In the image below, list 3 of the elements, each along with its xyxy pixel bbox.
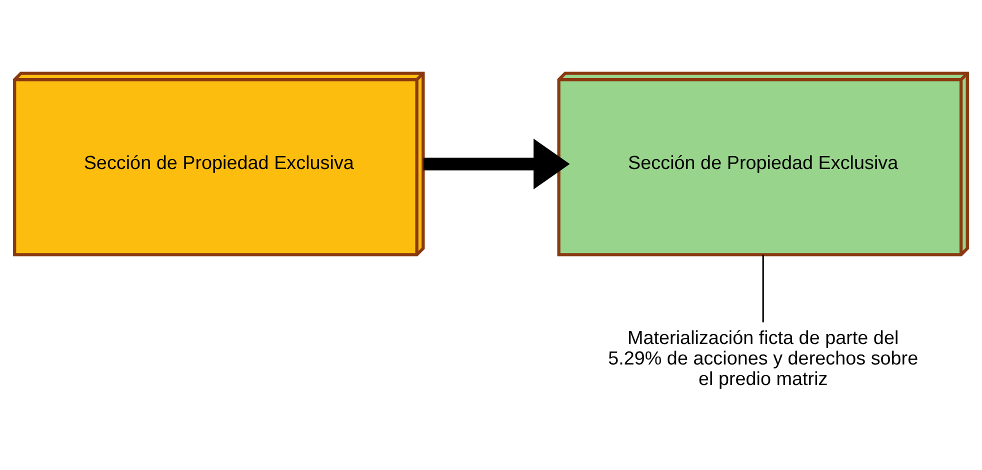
node-text: Materialización ficta de parte del 5.29% de acciones y derechos sobre el predio matriz xyxy=(608,328,918,390)
connector xyxy=(762,254,764,322)
arrow xyxy=(424,138,570,190)
